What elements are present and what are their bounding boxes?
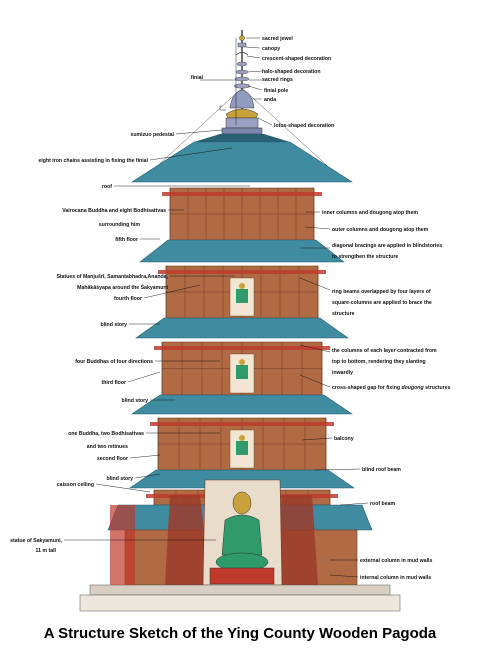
- label-statues-2: Mahākāśyapa around the Śakyamuni: [77, 284, 168, 291]
- label-sacred-rings: sacred rings: [262, 77, 293, 83]
- label-ext-col: external column in mud walls: [360, 558, 432, 564]
- label-vairocana-2: surrounding him: [99, 222, 141, 228]
- label-columns-1: the columns of each layer contracted fro…: [332, 348, 437, 354]
- label-cross-shaped-gap: cross-shaped gap for fixing dougong stru…: [332, 385, 451, 391]
- label-columns-2: top to bottom, rendering they slanting: [332, 359, 426, 365]
- label-fourth-floor: fourth floor: [114, 296, 142, 302]
- label-crescent: crescent-shaped decoration: [262, 56, 331, 62]
- label-statues-1: Statues of Manjušrī, Samantabhadra,Anand…: [56, 274, 168, 280]
- label-blind-story-3: blind story: [106, 476, 133, 482]
- label-iron-chains: eight iron chains assisting in fixing th…: [38, 158, 148, 164]
- label-second-floor: second floor: [97, 456, 128, 462]
- label-vairocana-1: Vairocana Buddha and eight Bodhisattvas: [62, 208, 166, 214]
- label-finial-pole: finial pole: [264, 88, 288, 94]
- label-statue-sakya-1: statue of Sakyamuni,: [10, 538, 62, 544]
- pagoda-illustration: [79, 30, 401, 612]
- labels: sacred jewel canopy crescent-shaped deco…: [10, 36, 450, 581]
- label-fifth-floor: fifth floor: [115, 237, 138, 243]
- label-finial: finial: [191, 75, 204, 81]
- label-columns-3: inwardly: [332, 370, 353, 376]
- label-one-buddha-2: and two retinues: [87, 444, 128, 450]
- label-anda: anda: [264, 97, 276, 103]
- label-ring-2: square-columns are applied to brace the: [332, 300, 432, 306]
- label-diag-1: diagonal bracings are applied in blindst…: [332, 243, 442, 249]
- label-lotus: lotus-shaped decoration: [274, 123, 334, 129]
- leader-lines: [64, 37, 369, 578]
- label-canopy: canopy: [262, 46, 280, 52]
- label-blind-story-2: blind story: [121, 398, 148, 404]
- label-int-col: internal column in mud walls: [360, 575, 431, 581]
- label-caisson: caisson ceiling: [57, 482, 94, 488]
- label-statue-sakya-2: 11 m tall: [36, 548, 57, 554]
- label-ring-3: structure: [332, 311, 355, 317]
- label-inner-cols: inner columns and dougong atop them: [322, 210, 418, 216]
- label-roof: roof: [102, 184, 112, 190]
- label-balcony: balcony: [334, 436, 354, 442]
- label-xumizuo: xumizuo pedestal: [130, 132, 174, 138]
- label-sacred-jewel: sacred jewel: [262, 36, 293, 42]
- label-ring-1: ring beams overlapped by four layers of: [332, 289, 431, 295]
- label-blind-story-1: blind story: [100, 322, 127, 328]
- label-blind-roof-beam: blind roof beam: [362, 467, 401, 473]
- label-third-floor: third floor: [102, 380, 127, 386]
- label-diag-2: to strengthen the structure: [332, 254, 398, 260]
- label-roof-beam: roof beam: [370, 501, 395, 507]
- label-halo: halo-shaped decoration: [262, 69, 321, 75]
- label-one-buddha-1: one Buddha, two Bodhisattvas: [68, 431, 144, 437]
- label-four-buddhas: four Buddhas of four directions: [75, 359, 153, 365]
- label-outer-cols: outer columns and dougong atop them: [332, 227, 429, 233]
- diagram-caption: A Structure Sketch of the Ying County Wo…: [43, 625, 437, 642]
